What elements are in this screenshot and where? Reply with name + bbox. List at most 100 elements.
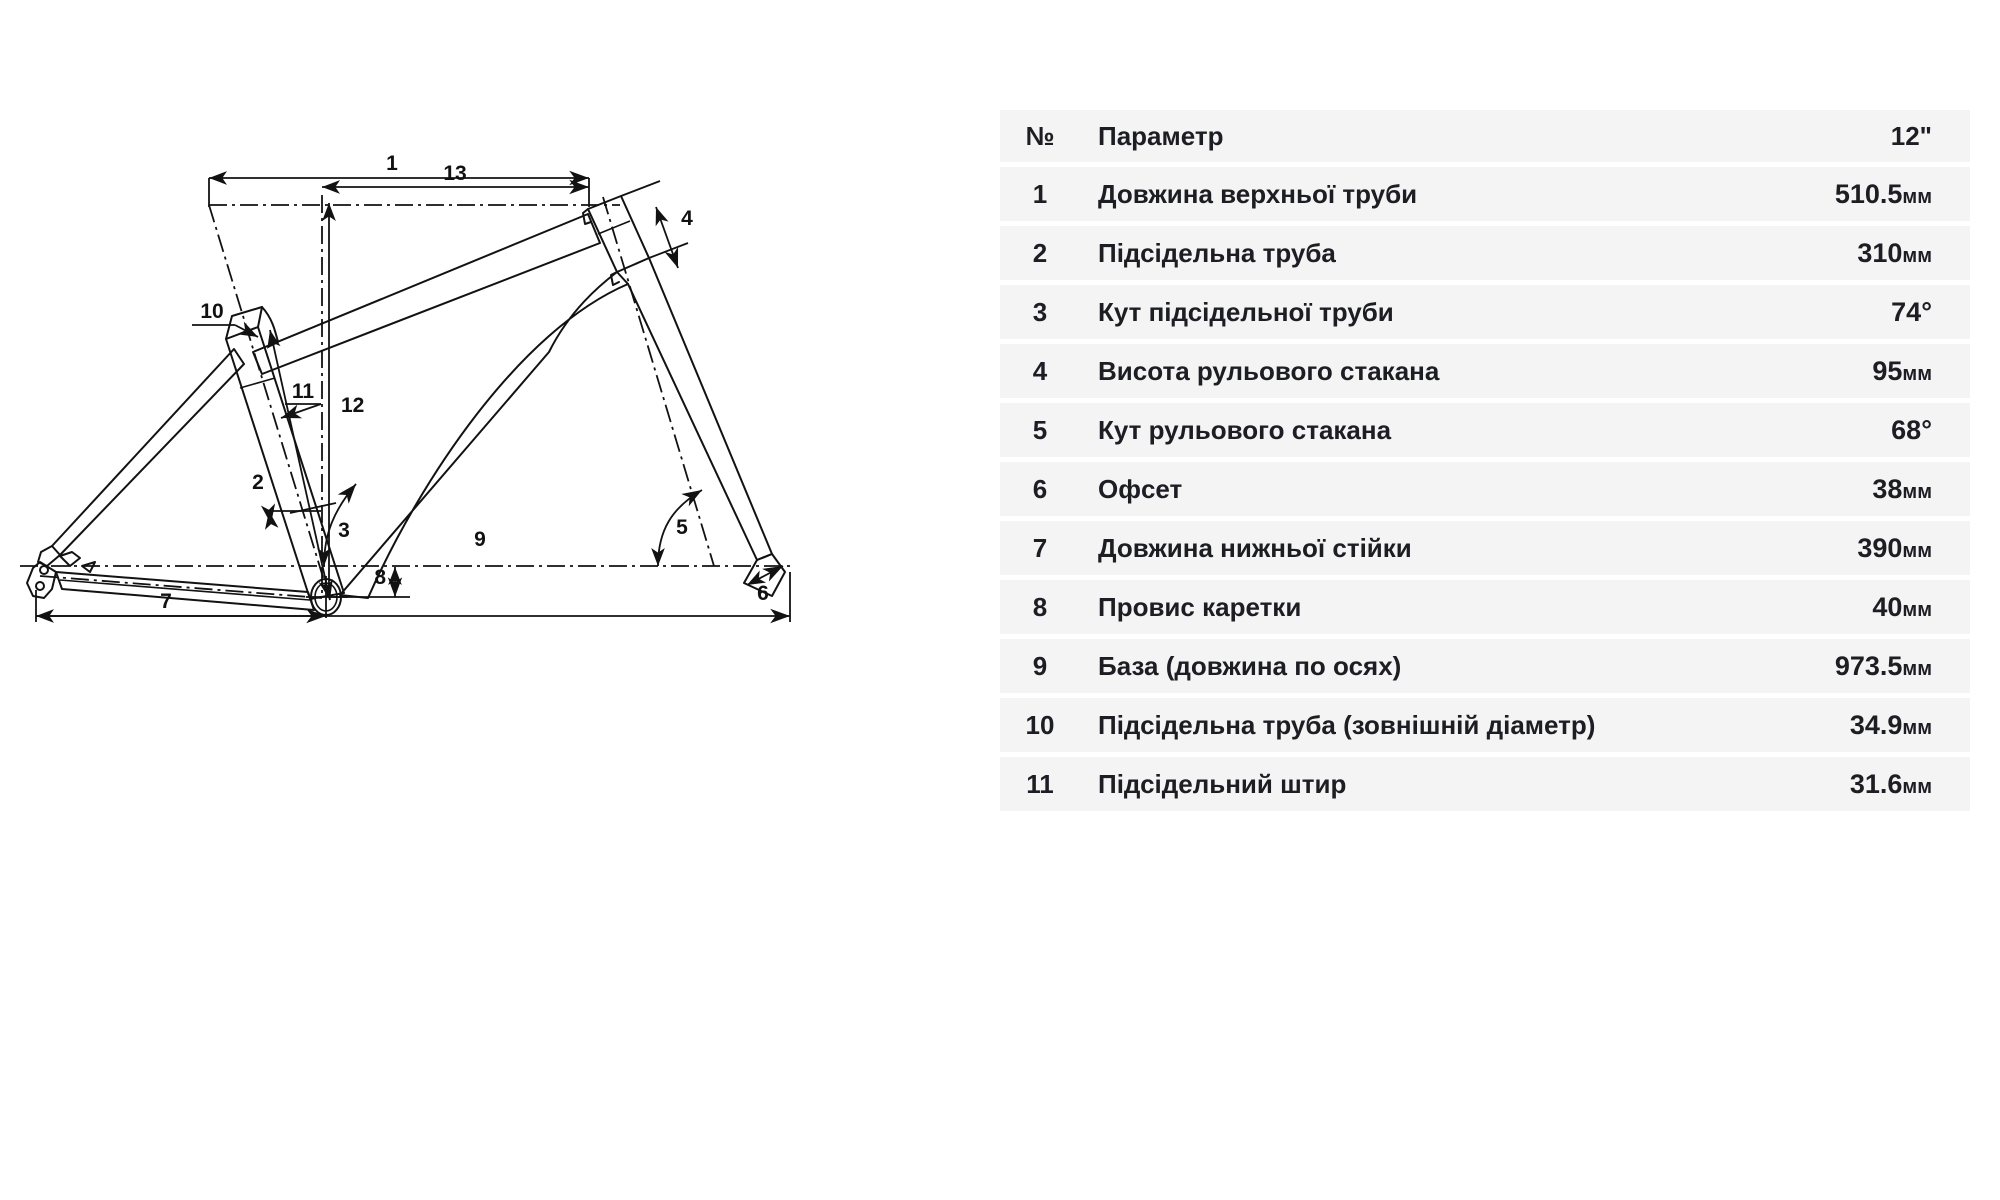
row-value-number: 95 [1872, 355, 1903, 386]
row-number: 2 [1032, 237, 1048, 268]
down-tube [339, 271, 629, 599]
row-number: 3 [1032, 296, 1048, 327]
rear-dropout [26, 551, 96, 599]
dimension-3-seat-angle: 3 [317, 483, 357, 567]
row-value: 510.5мм [1682, 179, 1970, 210]
row-number: 1 [1032, 178, 1048, 209]
row-value: 390мм [1682, 533, 1970, 564]
row-parameter: Провис каретки [1098, 591, 1302, 622]
callout-12-label: 12 [341, 394, 364, 417]
table-row: 7 Довжина нижньої стійки 390мм [1000, 521, 1970, 575]
row-value: 40мм [1682, 592, 1970, 623]
chainstay-centre-line [39, 575, 323, 599]
callout-4-label: 4 [681, 207, 693, 230]
dimension-9-wheelbase: 9 [474, 528, 486, 551]
table-row: 9 База (довжина по осях) 973.5мм [1000, 639, 1970, 693]
row-value: 74° [1682, 297, 1970, 328]
row-value-number: 510.5 [1834, 178, 1903, 209]
callout-2-label: 2 [252, 471, 264, 494]
dimension-1-top-tube-length: 1 [208, 152, 590, 207]
row-number: 9 [1032, 650, 1048, 681]
dimension-8-bb-drop: 8 [330, 566, 410, 598]
row-parameter: Кут рульового стакана [1098, 414, 1392, 445]
row-value-unit: мм [1902, 598, 1932, 621]
row-number: 4 [1032, 355, 1048, 386]
table-row: 11 Підсідельний штир 31.6мм [1000, 757, 1970, 811]
header-size-cell: 12" [1890, 120, 1932, 151]
callout-7-label: 7 [160, 590, 172, 613]
row-value-unit: мм [1902, 775, 1932, 798]
row-parameter: Офсет [1098, 473, 1183, 504]
row-value: 973.5мм [1682, 651, 1970, 682]
table-row: 8 Провис каретки 40мм [1000, 580, 1970, 634]
row-parameter: Підсідельний штир [1098, 768, 1347, 799]
row-value-number: 310 [1857, 237, 1903, 268]
callout-3-label: 3 [338, 519, 350, 542]
row-value-unit: мм [1902, 480, 1932, 503]
row-value-number: 31.6 [1849, 768, 1903, 799]
row-parameter: Довжина верхньої труби [1098, 178, 1418, 209]
table-row: 6 Офсет 38мм [1000, 462, 1970, 516]
row-number: 7 [1032, 532, 1048, 563]
row-parameter: Підсідельна труба (зовнішній діаметр) [1098, 709, 1596, 740]
row-value: 310мм [1682, 238, 1970, 269]
callout-5-label: 5 [676, 516, 688, 539]
table-row: 10 Підсідельна труба (зовнішній діаметр)… [1000, 698, 1970, 752]
callout-10-seat-tube-diameter: 10 [192, 300, 259, 338]
row-parameter: Кут підсідельної труби [1098, 296, 1394, 327]
row-value: 38мм [1682, 474, 1970, 505]
row-value-number: 38 [1872, 473, 1903, 504]
fork [627, 257, 786, 597]
callout-6-label: 6 [757, 582, 769, 605]
row-value: 31.6мм [1682, 769, 1970, 800]
dimension-5-head-angle: 5 [651, 489, 703, 567]
row-number: 5 [1032, 414, 1048, 445]
row-value-number: 390 [1857, 532, 1903, 563]
row-value-unit: мм [1902, 539, 1932, 562]
row-number: 8 [1032, 591, 1048, 622]
row-value: 34.9мм [1682, 710, 1970, 741]
row-value-unit: мм [1902, 185, 1932, 208]
row-value: 95мм [1682, 356, 1970, 387]
table-row: 1 Довжина верхньої труби 510.5мм [1000, 167, 1970, 221]
callout-10-label: 10 [200, 300, 223, 323]
callout-1-label: 1 [386, 152, 398, 175]
dimension-13-reach: 13 [322, 162, 589, 195]
head-tube-centre-line [602, 196, 715, 567]
row-parameter: Довжина нижньої стійки [1098, 532, 1412, 563]
callout-8-label: 8 [374, 566, 386, 589]
wheelbase-dimension-line [36, 572, 791, 624]
row-value-number: 40 [1872, 591, 1903, 622]
callout-11-label: 11 [292, 380, 315, 403]
frame-geometry-diagram: 1 13 4 [0, 0, 990, 1200]
dimension-4-head-tube-height: 4 [620, 180, 693, 269]
row-value-number: 34.9 [1849, 709, 1903, 740]
row-value: 68° [1682, 415, 1970, 446]
row-parameter: Висота рульового стакана [1098, 355, 1440, 386]
row-number: 10 [1025, 709, 1055, 740]
row-value-number: 74° [1891, 296, 1932, 327]
callout-13-label: 13 [443, 162, 466, 185]
row-parameter: База (довжина по осях) [1098, 650, 1402, 681]
chainstay [55, 571, 315, 611]
row-value-number: 973.5 [1834, 650, 1903, 681]
seat-tube [225, 326, 345, 600]
table-row: 5 Кут рульового стакана 68° [1000, 403, 1970, 457]
row-value-unit: мм [1902, 716, 1932, 739]
dimension-2-seat-tube-length: 2 [252, 329, 333, 601]
table-row: 3 Кут підсідельної труби 74° [1000, 285, 1970, 339]
table-row: 2 Підсідельна труба 310мм [1000, 226, 1970, 280]
geometry-spec-table: № Параметр 12" 1 Довжина верхньої труби … [1000, 110, 1970, 816]
callout-9-label: 9 [474, 528, 486, 551]
table-header-row: № Параметр 12" [1000, 110, 1970, 162]
header-parameter-cell: Параметр [1098, 120, 1224, 151]
frame-drawing-svg: 1 13 4 [20, 152, 791, 624]
dimension-6-offset: 6 [746, 565, 784, 605]
row-value-unit: мм [1902, 244, 1932, 267]
row-parameter: Підсідельна труба [1098, 237, 1336, 268]
seat-stay [37, 348, 245, 567]
row-value-unit: мм [1902, 657, 1932, 680]
header-number-cell: № [1025, 120, 1055, 151]
row-number: 6 [1032, 473, 1048, 504]
